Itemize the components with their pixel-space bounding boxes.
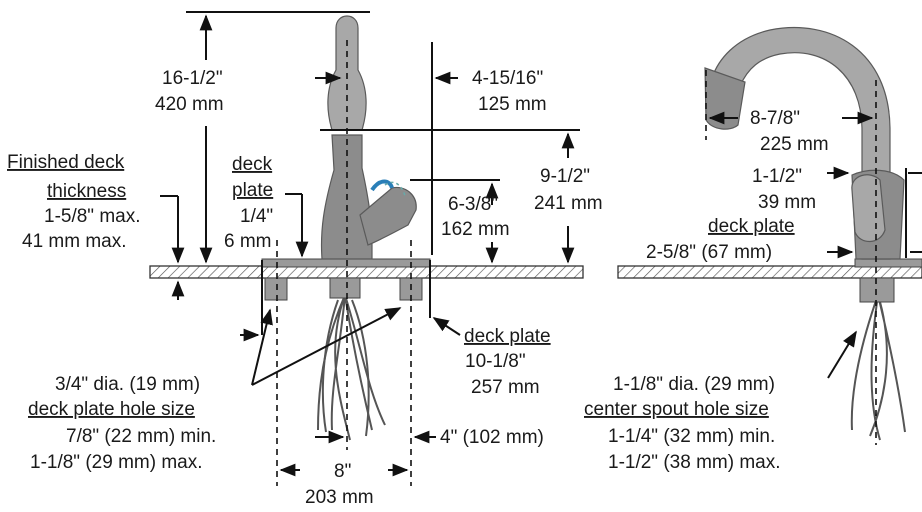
front-deck-plate-thick-in: 1/4" — [240, 206, 273, 227]
front-spread-in: 8" — [334, 461, 351, 482]
front-view — [149, 11, 584, 486]
side-deck — [617, 265, 922, 279]
side-center-nut — [859, 277, 895, 303]
front-height-mm: 420 mm — [155, 94, 224, 115]
front-hole-size-title: deck plate hole size — [28, 399, 195, 420]
front-hole-max: 1-1/8" (29 mm) max. — [30, 452, 203, 473]
front-deck-plate-thick-mm: 6 mm — [224, 231, 272, 252]
front-handle-height-in: 6-3/8" — [448, 194, 498, 215]
front-deck-plate-right-title: deck plate — [464, 326, 551, 347]
front-deck-plate-len-in: 10-1/8" — [465, 351, 526, 372]
side-reach-in: 8-7/8" — [750, 108, 800, 129]
front-reach-mm: 125 mm — [478, 94, 547, 115]
front-left-nut — [264, 277, 288, 301]
side-offset-mm: 39 mm — [758, 192, 816, 213]
front-spread-mm: 203 mm — [305, 487, 374, 508]
front-handle-height-mm: 162 mm — [441, 219, 510, 240]
front-deck-plate-title-line2: plate — [232, 180, 273, 201]
side-reach-mm: 225 mm — [760, 134, 829, 155]
front-deck-plate-len-mm: 257 mm — [471, 377, 540, 398]
side-deck-plate-width: 2-5/8" (67 mm) — [646, 242, 772, 263]
front-faucet-handle — [359, 186, 417, 246]
finished-deck-max-in: 1-5/8" max. — [44, 206, 141, 227]
front-deck — [149, 265, 584, 279]
side-view — [617, 26, 922, 445]
front-center-nut — [329, 277, 361, 299]
handle-accent — [370, 179, 394, 192]
front-hole-dia: 3/4" dia. (19 mm) — [55, 374, 200, 395]
front-reach-in: 4-15/16" — [472, 68, 543, 89]
side-hole-size-title: center spout hole size — [584, 399, 769, 420]
front-half-spread: 4" (102 mm) — [440, 427, 544, 448]
front-spout-height-mm: 241 mm — [534, 193, 603, 214]
side-hole-dia: 1-1/8" dia. (29 mm) — [613, 374, 775, 395]
side-supply-hoses — [850, 294, 906, 441]
side-hole-max: 1-1/2" (38 mm) max. — [608, 452, 781, 473]
finished-deck-max-mm: 41 mm max. — [22, 231, 127, 252]
side-offset-in: 1-1/2" — [752, 166, 802, 187]
side-hole-min: 1-1/4" (32 mm) min. — [608, 426, 775, 447]
side-deck-plate-title: deck plate — [708, 216, 795, 237]
side-faucet-handle — [851, 174, 886, 243]
front-spout-height-in: 9-1/2" — [540, 166, 590, 187]
front-height-in: 16-1/2" — [162, 68, 223, 89]
front-deck-plate — [261, 258, 431, 268]
front-supply-hoses — [317, 294, 386, 441]
front-hole-min: 7/8" (22 mm) min. — [66, 426, 216, 447]
finished-deck-title-line2: thickness — [47, 181, 126, 202]
finished-deck-title-line1: Finished deck — [7, 152, 125, 173]
side-deck-plate — [854, 258, 922, 268]
front-deck-plate-title-line1: deck — [232, 154, 273, 175]
